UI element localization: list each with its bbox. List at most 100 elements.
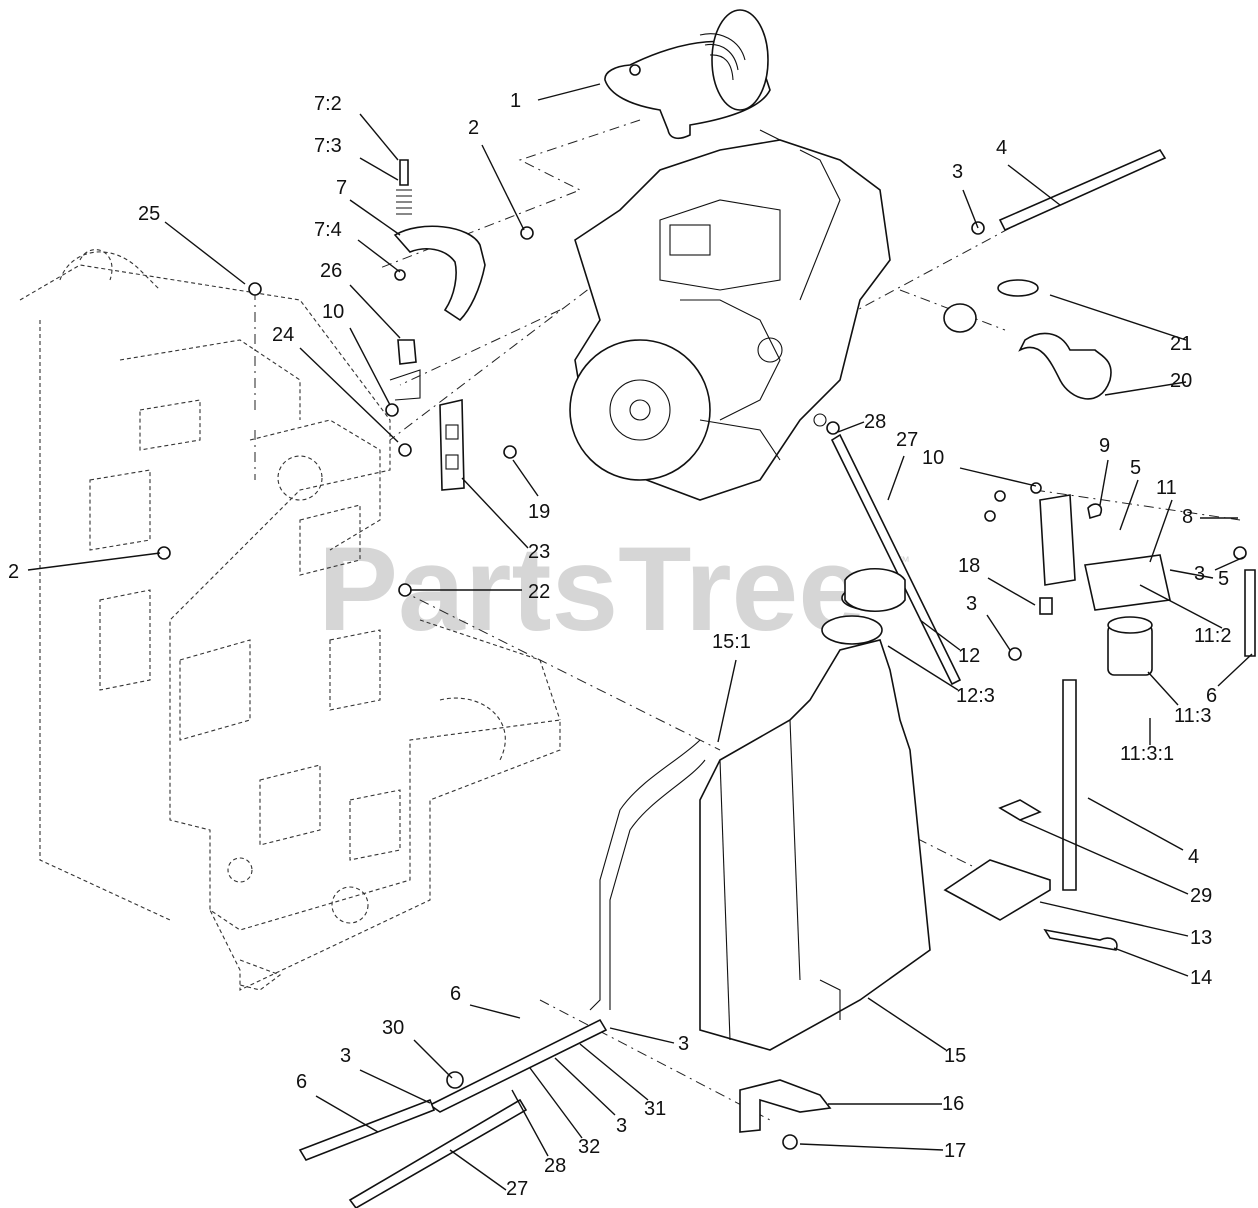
leader-line <box>1169 569 1214 579</box>
part-number-label: 20 <box>1170 370 1192 392</box>
leader-line <box>1039 901 1189 937</box>
callout-c-12: 12 <box>919 619 980 667</box>
callout-c-8: 8 <box>1182 506 1238 528</box>
leader-line <box>1119 479 1139 531</box>
leader-line <box>1147 671 1179 706</box>
callout-c-4a: 4 <box>996 137 1061 206</box>
callout-c-15: 15 <box>867 997 966 1067</box>
part-number-label: 3 <box>678 1033 689 1055</box>
callouts: 122333333445566677:27:37:48910101111:211… <box>8 83 1253 1200</box>
leader-line <box>27 552 161 571</box>
part-number-label: 7 <box>336 177 347 199</box>
part-number-label: 3 <box>952 161 963 183</box>
callout-c-5a: 5 <box>1119 457 1141 531</box>
part-number-label: 4 <box>1188 846 1199 868</box>
callout-c-13: 13 <box>1039 901 1212 949</box>
part-number-label: 25 <box>138 203 160 225</box>
callout-c-26: 26 <box>320 260 401 339</box>
part-number-label: 24 <box>272 324 294 346</box>
part-number-label: 8 <box>1182 506 1193 528</box>
leader-line <box>799 1143 944 1151</box>
part-number-label: 3 <box>966 593 977 615</box>
callout-c-31: 31 <box>579 1043 666 1120</box>
callout-c-3e: 3 <box>340 1045 431 1104</box>
callout-c-2a: 2 <box>468 117 525 231</box>
leader-line <box>511 1089 549 1157</box>
callout-c-4b: 4 <box>1087 797 1199 868</box>
callout-c-6a: 6 <box>1206 653 1253 707</box>
callout-c-17: 17 <box>799 1140 966 1162</box>
callout-c-3c: 3 <box>966 593 1011 651</box>
leader-line <box>469 1004 521 1019</box>
part-number-label: 2 <box>468 117 479 139</box>
engine-assembly <box>569 129 891 501</box>
part-number-label: 3 <box>616 1115 627 1137</box>
callout-c-20: 20 <box>1104 370 1192 396</box>
leader-line <box>717 659 737 743</box>
leader-line <box>987 577 1036 606</box>
callout-c-11: 11 <box>1149 477 1177 563</box>
leader-line <box>1217 653 1253 687</box>
part-number-label: 5 <box>1130 457 1141 479</box>
part-number-label: 27 <box>896 429 918 451</box>
part-number-label: 6 <box>450 983 461 1005</box>
leader-line <box>1214 556 1245 571</box>
callout-c-6c: 6 <box>296 1071 379 1133</box>
part-number-label: 21 <box>1170 333 1192 355</box>
callout-c-28b: 28 <box>511 1089 566 1177</box>
part-number-label: 15:1 <box>712 631 751 653</box>
callout-c-11-3-1: 11:3:1 <box>1120 718 1174 765</box>
callout-c-27a: 27 <box>887 429 918 501</box>
leader-line <box>554 1057 616 1116</box>
leader-line <box>919 619 961 651</box>
leader-line <box>449 1149 507 1191</box>
hardware <box>157 221 1247 1150</box>
leader-line <box>1139 584 1223 629</box>
leader-line <box>1149 499 1173 563</box>
leader-line <box>887 645 959 691</box>
leader-line <box>359 157 399 181</box>
part-number-label: 7:3 <box>314 135 342 157</box>
part-number-label: 15 <box>944 1045 966 1067</box>
callout-c-21: 21 <box>1049 294 1192 355</box>
part-number-label: 32 <box>578 1136 600 1158</box>
part-number-label: 11 <box>1156 477 1177 499</box>
callout-c-3b: 3 <box>1194 556 1245 585</box>
leader-line <box>1007 164 1061 206</box>
callout-c-10b: 10 <box>922 447 1037 487</box>
part-number-label: 1 <box>510 90 521 112</box>
leader-line <box>962 189 979 229</box>
callout-c-23: 23 <box>461 477 550 563</box>
fuel-lines <box>298 148 1256 1208</box>
leader-line <box>1087 797 1184 851</box>
callout-c-15-1: 15:1 <box>712 631 751 743</box>
part-number-label: 28 <box>864 411 886 433</box>
callout-c-9: 9 <box>1099 435 1110 506</box>
leader-line <box>461 477 529 549</box>
leader-line <box>512 459 539 497</box>
leader-line <box>867 997 947 1051</box>
leader-line <box>359 113 399 161</box>
leader-line <box>413 1039 453 1079</box>
part-number-label: 13 <box>1190 927 1212 949</box>
part-number-label: 14 <box>1190 967 1212 989</box>
part-number-label: 4 <box>996 137 1007 159</box>
bracket-and-sensor <box>389 339 465 491</box>
part-number-label: 2 <box>8 561 19 583</box>
leader-line <box>349 327 391 406</box>
callout-c-3f: 3 <box>554 1057 627 1137</box>
air-hoses <box>943 279 1112 400</box>
leader-line <box>349 199 401 236</box>
callout-c-11-3: 11:3 <box>1147 671 1211 727</box>
part-number-label: 12:3 <box>956 685 995 707</box>
callout-c-7-2: 7:2 <box>314 93 399 161</box>
part-number-label: 11:2 <box>1194 625 1231 647</box>
part-number-label: 18 <box>958 555 980 577</box>
callout-c-7-4: 7:4 <box>314 219 401 273</box>
leader-line <box>837 421 865 433</box>
leader-line <box>537 83 601 101</box>
callout-c-7-3: 7:3 <box>314 135 399 181</box>
part-number-label: 16 <box>942 1093 964 1115</box>
part-number-label: 10 <box>322 301 344 323</box>
part-number-label: 11:3 <box>1174 705 1211 727</box>
